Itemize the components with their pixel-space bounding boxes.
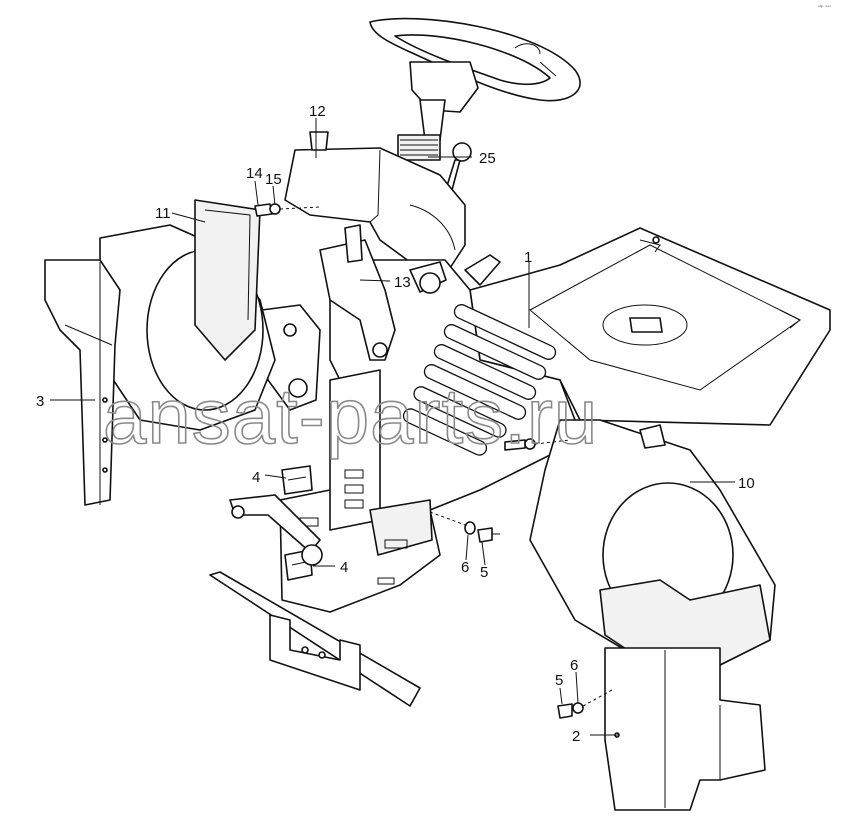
corner-mark: ᵃᵗᵖ ᵒᵒᵒ xyxy=(818,5,831,11)
control-linkage xyxy=(261,224,447,411)
steering-wheel xyxy=(369,17,581,113)
right-shroud-panel xyxy=(529,419,776,666)
callout-6-lower: 6 xyxy=(570,657,578,674)
callout-3: 3 xyxy=(36,393,44,410)
callout-11: 11 xyxy=(155,205,171,222)
screw-bracket-14-15 xyxy=(254,203,321,217)
linkage-arm xyxy=(229,494,323,566)
lever-knob xyxy=(452,142,472,162)
bolt-washer-lower xyxy=(557,689,613,719)
callout-13: 13 xyxy=(394,274,411,291)
bolt-washer-rear xyxy=(504,438,571,451)
callout-6-upper: 6 xyxy=(461,559,469,576)
footrest-bar xyxy=(209,571,421,707)
right-side-panel-2 xyxy=(604,647,766,811)
callout-12: 12 xyxy=(309,103,326,120)
callout-15: 15 xyxy=(265,171,282,188)
callout-1: 1 xyxy=(524,249,532,266)
callout-25: 25 xyxy=(479,150,496,167)
leader-lines xyxy=(50,118,735,736)
bolt-washer-upper xyxy=(429,511,500,543)
callout-14: 14 xyxy=(246,165,263,182)
callout-10: 10 xyxy=(738,475,755,492)
left-shroud-panel xyxy=(99,199,276,431)
callout-2: 2 xyxy=(572,728,580,745)
pedal-bracket xyxy=(279,369,441,613)
bracket-clip-upper xyxy=(281,465,313,495)
callout-4-upper: 4 xyxy=(252,469,260,486)
callout-5-upper: 5 xyxy=(480,564,488,581)
watermark: ansat-parts.ru xyxy=(103,372,598,460)
left-side-panel-3 xyxy=(44,259,121,506)
callout-5-lower: 5 xyxy=(555,672,563,689)
callout-labels: 12 25 14 15 11 13 1 3 4 10 4 6 5 6 5 2 xyxy=(36,103,755,745)
callout-4-lower: 4 xyxy=(340,559,348,576)
